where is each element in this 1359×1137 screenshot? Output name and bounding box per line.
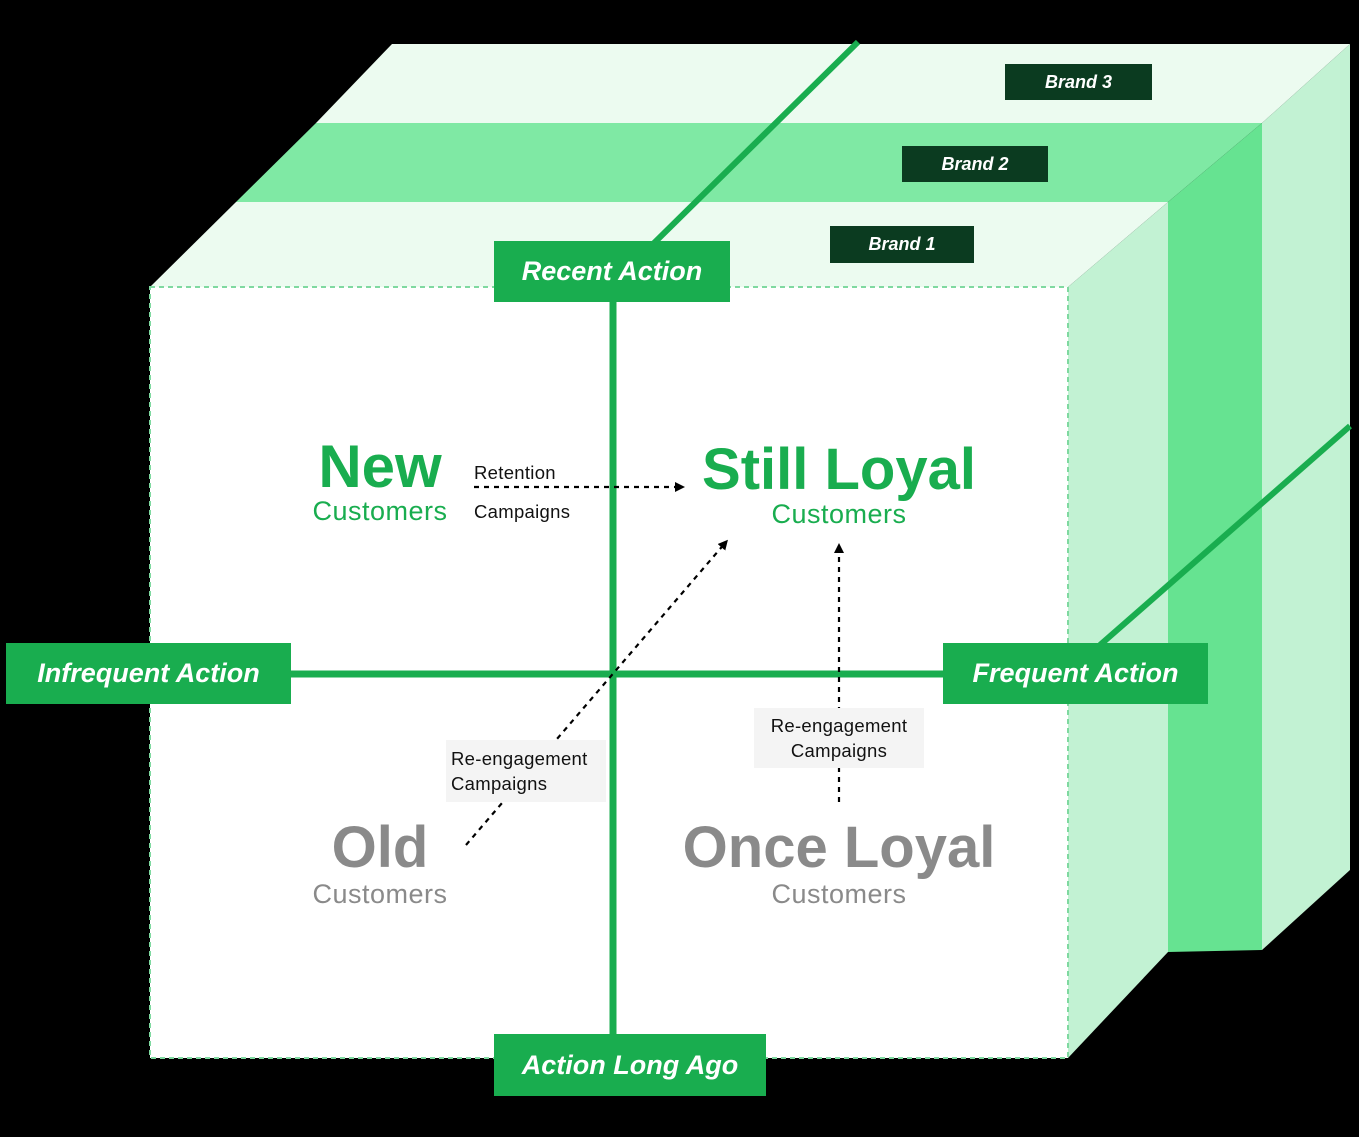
axis-label-frequent: Frequent Action — [943, 643, 1208, 704]
segment-title-once-loyal: Once Loyal — [682, 815, 996, 880]
segment-subtitle-still-loyal: Customers — [771, 499, 907, 529]
reengage-once-loyal-bg — [754, 708, 924, 768]
reengage-once-loyal-line-1: Re-engagement — [770, 715, 908, 736]
brand-2-layer-side — [1168, 123, 1262, 952]
retention-campaign-label: Retention Campaigns — [474, 453, 570, 531]
brand-2-layer-top — [236, 123, 1262, 202]
brand-2-label: Brand 2 — [902, 146, 1048, 182]
retention-campaign-line-1: Retention — [474, 462, 556, 483]
reengage-old-campaign-label: Re-engagement Campaigns — [451, 746, 588, 796]
brand-3-label: Brand 3 — [1005, 64, 1152, 100]
reengage-old-line-1: Re-engagement — [451, 748, 588, 769]
axis-label-infrequent: Infrequent Action — [6, 643, 291, 704]
retention-campaign-line-2: Campaigns — [474, 501, 571, 522]
segment-title-new: New — [318, 433, 442, 500]
brand-1-label: Brand 1 — [830, 226, 974, 263]
depth-axis-frequent — [1098, 423, 1352, 648]
old-to-loyal-arrow — [465, 539, 728, 846]
segment-subtitle-old: Customers — [312, 879, 448, 909]
reengage-old-line-2: Campaigns — [451, 773, 548, 794]
segment-subtitle-new: Customers — [312, 496, 448, 526]
axis-label-recent: Recent Action — [494, 241, 730, 302]
segment-title-still-loyal: Still Loyal — [702, 437, 976, 502]
reengage-old-bg — [446, 740, 606, 802]
reengage-once-loyal-line-2: Campaigns — [790, 740, 888, 761]
brand-3-layer-side — [1262, 44, 1350, 950]
axis-label-long-ago: Action Long Ago — [494, 1034, 766, 1096]
reengage-once-loyal-campaign-label: Re-engagement Campaigns — [754, 713, 924, 763]
segment-subtitle-once-loyal: Customers — [771, 879, 907, 909]
brand-3-layer-top — [316, 44, 1350, 123]
depth-axis-recent — [647, 39, 861, 250]
segment-title-old: Old — [331, 815, 429, 880]
